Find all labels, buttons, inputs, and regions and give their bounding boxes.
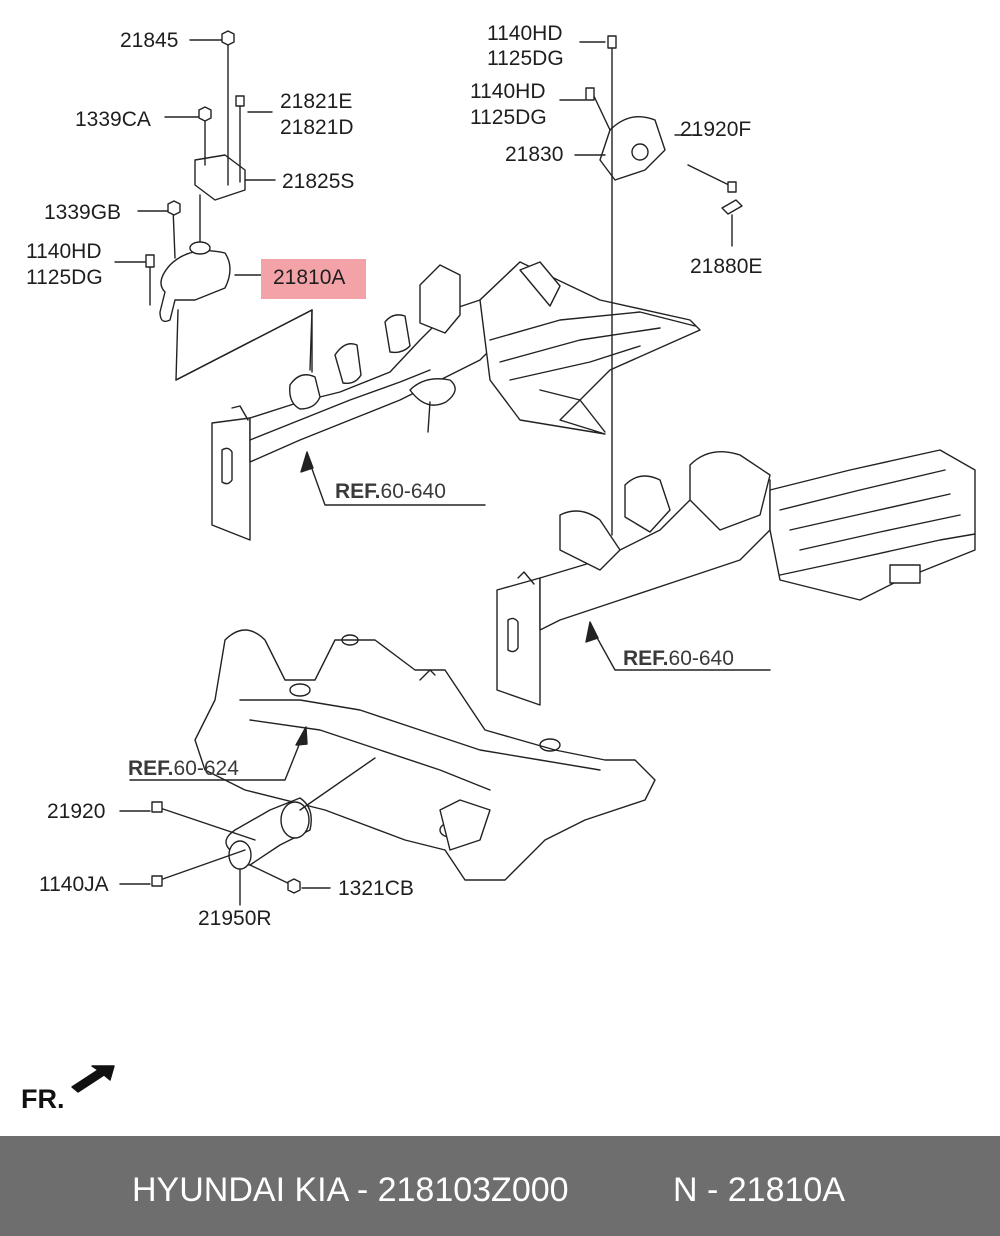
part-label-1125DG-b: 1125DG (487, 47, 564, 70)
part-label-1339CA: 1339CA (75, 108, 151, 131)
part-label-21810A: 21810A (273, 266, 346, 289)
part-label-21825S: 21825S (282, 170, 355, 193)
engine-mount-21810A (150, 42, 312, 380)
leader-lines (115, 40, 770, 888)
part-label-21950R: 21950R (198, 907, 272, 930)
part-label-1140HD-b: 1140HD (487, 22, 563, 45)
part-label-21920: 21920 (47, 800, 106, 823)
part-label-21920F: 21920F (680, 118, 752, 141)
footer-bar: HYUNDAI KIA - 218103Z000 N - 21810A (0, 1136, 1000, 1236)
part-label-1339GB: 1339GB (44, 201, 122, 224)
front-direction-label: FR. (21, 1084, 65, 1114)
sub-frame (195, 630, 655, 880)
footer-brand-part-number: HYUNDAI KIA - 218103Z000 (132, 1171, 569, 1209)
part-label-1140HD-c: 1140HD (470, 80, 546, 103)
diagram-drawing (0, 0, 1000, 1136)
front-side-member-right (497, 450, 975, 705)
nut-1339GB (168, 201, 180, 215)
footer-diagram-code: N - 21810A (673, 1171, 845, 1209)
nut-21845 (222, 31, 234, 45)
part-label-1125DG-a: 1125DG (26, 266, 103, 289)
front-side-member-left (212, 262, 700, 540)
fasteners (146, 31, 736, 893)
roll-rod-21950R (160, 758, 375, 905)
front-direction-arrow (72, 1066, 114, 1092)
part-label-21845: 21845 (120, 29, 179, 52)
part-label-21880E: 21880E (690, 255, 763, 278)
highlight-21810A (261, 259, 366, 299)
part-label-1125DG-c: 1125DG (470, 106, 547, 129)
part-label-1140JA: 1140JA (39, 873, 109, 896)
bolt-1140HD-a (146, 255, 154, 267)
bolt-21920F (728, 182, 736, 192)
ref-label-2: REF.60-640 (623, 647, 734, 670)
part-label-21830: 21830 (505, 143, 564, 166)
nut-1339CA (199, 107, 211, 121)
bolt-1140JA (152, 876, 162, 886)
part-label-1140HD-a: 1140HD (26, 240, 102, 263)
parts-diagram (0, 0, 1000, 1136)
bolt-1140HD-c (586, 88, 594, 100)
transmission-mount-21830 (592, 45, 742, 535)
ref-label-1: REF.60-640 (335, 480, 446, 503)
part-label-21821E: 21821E (280, 90, 353, 113)
bolt-21821E (236, 96, 244, 106)
part-label-1321CB: 1321CB (338, 877, 414, 900)
nut-1321CB (288, 879, 300, 893)
part-label-21821D: 21821D (280, 116, 354, 139)
bolt-1140HD-b (608, 36, 616, 48)
ref-label-3: REF.60-624 (128, 757, 239, 780)
bolt-21920 (152, 802, 162, 812)
